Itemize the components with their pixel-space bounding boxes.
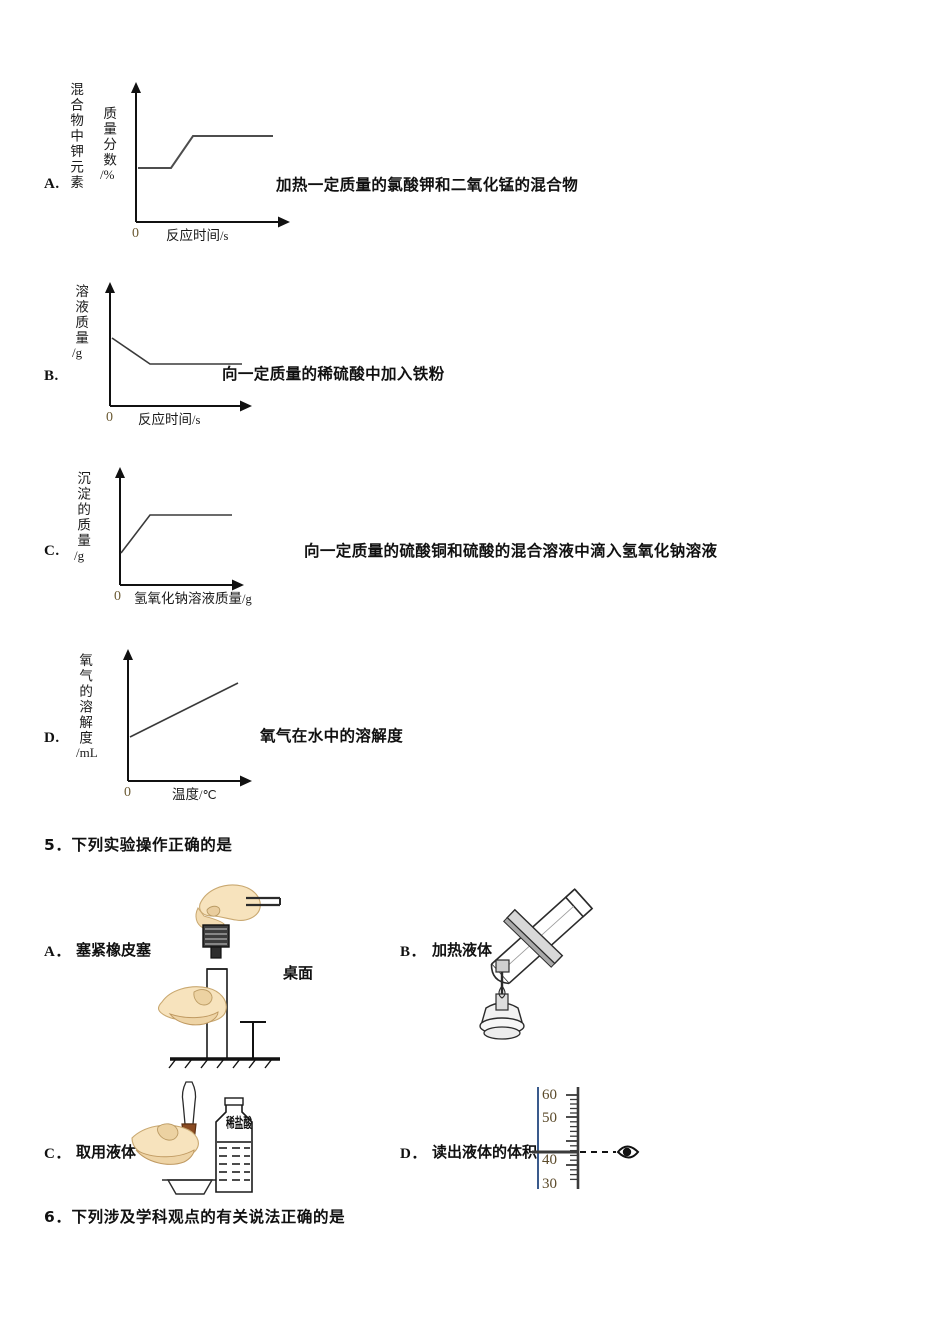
option-c-y-label-text: 沉淀的质量 <box>74 471 91 549</box>
option-d-description: 氧气在水中的溶解度 <box>260 727 404 745</box>
q5-figure-heating <box>479 888 594 1040</box>
q5-option-b-letter: B． <box>400 944 427 960</box>
option-a-x-label: 反应时间/s <box>166 224 228 244</box>
q5-option-c-label: 取用液体 <box>76 1143 137 1161</box>
option-c-letter: C. <box>44 543 60 559</box>
q5-option-d-label: 读出液体的体积 <box>432 1143 538 1161</box>
option-a-letter: A. <box>44 176 60 192</box>
option-b-zero: 0 <box>106 410 113 425</box>
q5-option-d-letter: D． <box>400 1146 427 1162</box>
question4-option-d: D. 氧气的溶解度 /mL 0 温度/℃ 氧气在水中的溶解度 <box>44 645 764 810</box>
option-d-x-unit: /℃ <box>199 788 217 802</box>
option-a-x-label-text: 反应时间 <box>166 228 220 244</box>
cylinder-tick-40: 40 <box>542 1152 557 1168</box>
option-d-zero: 0 <box>124 785 131 800</box>
question4-option-c: C. 沉淀的质量 /g 0 氢氧化钠溶液质量/g 向一定质量的硫酸铜和硫酸的混合… <box>44 463 924 618</box>
question5-number: 5． <box>44 836 72 854</box>
question6-stem: 下列涉及学科观点的有关说法正确的是 <box>71 1208 346 1226</box>
option-a-plot <box>131 82 290 228</box>
option-b-y-label: 溶液质量 /g <box>72 284 106 361</box>
option-b-x-unit: /s <box>192 413 201 427</box>
question4-option-a: A. 混合物中钾元素 质量分数 /% 0 反应时间/s 加热一定质量的氯酸钾和二… <box>44 78 764 253</box>
option-c-x-label-text: 氢氧化钠溶液质量 <box>134 591 242 607</box>
option-c-y-unit: /g <box>74 547 85 563</box>
option-b-plot <box>105 282 252 412</box>
option-b-x-label: 反应时间/s <box>138 408 200 428</box>
option-d-letter: D. <box>44 730 60 746</box>
q5-option-a-annotation: 桌面 <box>283 964 314 982</box>
option-c-y-label: 沉淀的质量 /g <box>74 471 114 563</box>
option-d-x-label: 温度/℃ <box>172 783 217 803</box>
option-d-x-label-text: 温度 <box>172 787 199 803</box>
option-a-y-unit: /% <box>100 167 115 182</box>
option-b-x-label-text: 反应时间 <box>138 412 192 428</box>
option-a-description: 加热一定质量的氯酸钾和二氧化锰的混合物 <box>276 176 579 194</box>
option-c-description: 向一定质量的硫酸铜和硫酸的混合溶液中滴入氢氧化钠溶液 <box>304 542 718 560</box>
option-a-y-label: 质量分数 /% <box>100 106 134 183</box>
question6-number: 6． <box>44 1208 72 1226</box>
option-a-zero: 0 <box>132 226 139 241</box>
cylinder-tick-60: 60 <box>542 1087 557 1103</box>
q5-figure-cylinder: 60 50 40 30 <box>532 1087 640 1192</box>
option-b-description: 向一定质量的稀硫酸中加入铁粉 <box>222 365 445 383</box>
option-b-letter: B. <box>44 368 59 384</box>
cylinder-tick-30: 30 <box>542 1176 557 1192</box>
q5-option-c-annotation: 稀盐酸 <box>226 1116 253 1129</box>
q5-option-a-label: 塞紧橡皮塞 <box>76 941 152 959</box>
question5-stem: 下列实验操作正确的是 <box>71 836 233 854</box>
option-a-y-label-text: 质量分数 <box>100 106 117 168</box>
q5-option-c-bottle-label: 稀盐酸 <box>226 1113 262 1129</box>
option-c-x-unit: /g <box>242 592 252 606</box>
option-a-outer-y-label: 混合物中钾元素 <box>67 82 84 191</box>
option-d-y-label-text: 氧气的溶解度 <box>76 653 93 746</box>
question6-stem-row: 6．下列涉及学科观点的有关说法正确的是 <box>44 1205 345 1227</box>
option-d-y-unit: /mL <box>76 745 98 760</box>
option-d-plot <box>123 649 252 787</box>
option-c-x-label: 氢氧化钠溶液质量/g <box>134 587 252 607</box>
question4-option-b: B. 溶液质量 /g 0 反应时间/s 向一定质量的稀硫酸中加入铁粉 <box>44 278 764 438</box>
option-b-y-label-text: 溶液质量 <box>72 284 89 346</box>
q5-option-c-letter: C． <box>44 1146 71 1162</box>
cylinder-tick-50: 50 <box>542 1110 557 1126</box>
option-c-plot <box>115 467 244 591</box>
question5-stem-row: 5．下列实验操作正确的是 <box>44 833 233 855</box>
q5-figure-take-liquid <box>131 1081 253 1195</box>
option-a-x-unit: /s <box>220 229 229 243</box>
q5-option-b-label: 加热液体 <box>432 941 493 959</box>
q5-figure-stopper <box>157 884 281 1069</box>
option-d-y-label: 氧气的溶解度 /mL <box>76 653 116 761</box>
option-c-zero: 0 <box>114 589 121 604</box>
option-b-y-unit: /g <box>72 345 83 360</box>
q5-option-a-letter: A． <box>44 944 71 960</box>
